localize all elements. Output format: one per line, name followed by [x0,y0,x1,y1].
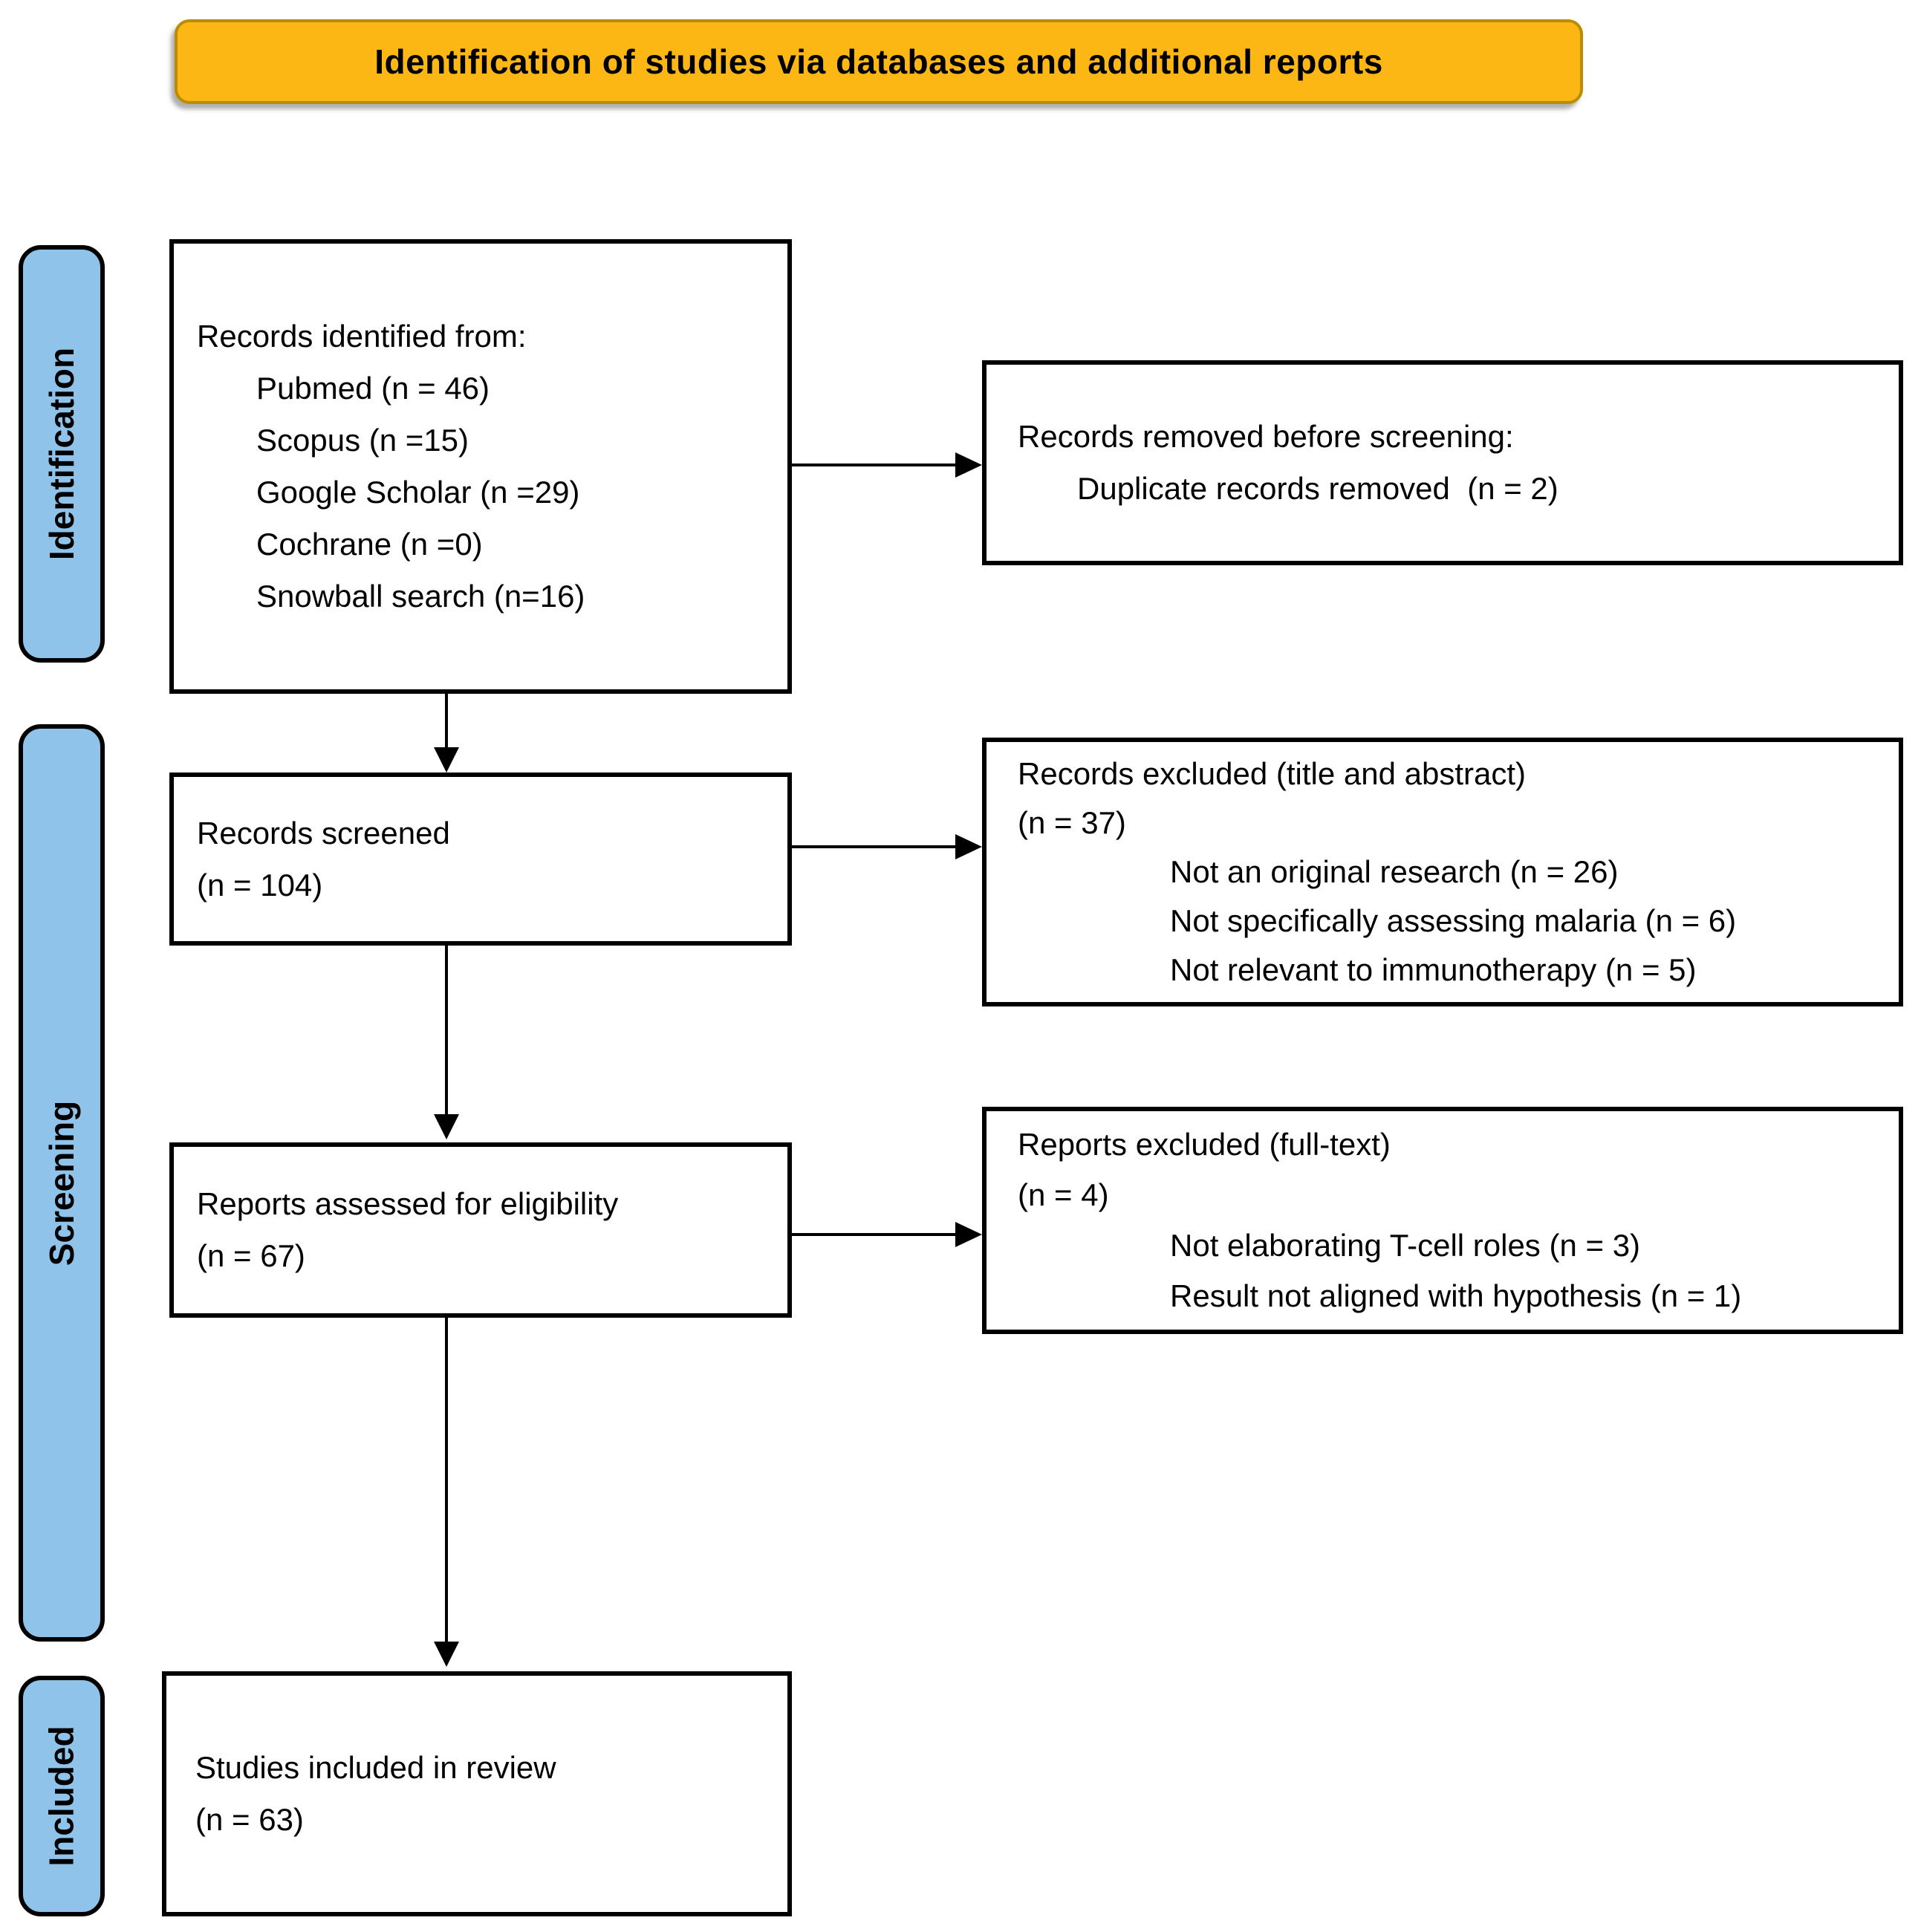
box-line: Duplicate records removed (n = 2) [1077,471,1558,506]
box-line: Not specifically assessing malaria (n = … [1170,903,1737,938]
box-line: Not elaborating T-cell roles (n = 3) [1170,1228,1641,1263]
box-records-excluded: Records excluded (title and abstract) (n… [982,738,1903,1006]
box-reports-assessed: Reports assessed for eligibility (n = 67… [169,1142,792,1318]
box-line: (n = 67) [197,1238,305,1273]
stage-label-screening: Screening [42,1100,82,1266]
arrow-head-right-icon [955,1222,982,1247]
arrow-head-right-icon [955,452,982,478]
box-line: Records identified from: [197,319,527,354]
box-line: Studies included in review [195,1750,556,1785]
box-records-screened: Records screened (n = 104) [169,773,792,946]
box-line: (n = 4) [1018,1177,1109,1212]
box-line: Not an original research (n = 26) [1170,854,1619,889]
box-reports-excluded: Reports excluded (full-text) (n = 4) Not… [982,1107,1903,1334]
stage-label-included: Included [42,1726,81,1867]
box-line: Records removed before screening: [1018,419,1514,454]
box-line: Reports assessed for eligibility [197,1186,619,1221]
box-line: Records excluded (title and abstract) [1018,756,1526,791]
box-line: Not relevant to immunotherapy (n = 5) [1170,952,1697,987]
box-line: Records screened [197,815,450,850]
box-line: Cochrane (n =0) [256,527,483,562]
box-line: Snowball search (n=16) [256,579,585,614]
arrow-head-down-icon [434,1114,459,1139]
diagram-title-banner: Identification of studies via databases … [175,19,1583,104]
arrow-shaft [445,692,448,750]
stage-bar-identification: Identification [19,245,105,663]
arrow-head-down-icon [434,1642,459,1667]
stage-bar-screening: Screening [19,724,105,1642]
box-line: Result not aligned with hypothesis (n = … [1170,1278,1742,1313]
arrow-shaft [445,945,448,1117]
box-studies-included: Studies included in review (n = 63) [162,1671,792,1916]
stage-label-identification: Identification [42,347,82,561]
box-line: Scopus (n =15) [256,423,469,458]
stage-bar-included: Included [19,1676,105,1916]
arrow-shaft [445,1316,448,1643]
box-records-removed: Records removed before screening: Duplic… [982,360,1903,565]
arrow-shaft [789,1233,958,1236]
box-line: (n = 104) [197,867,323,902]
arrow-shaft [789,464,958,466]
arrow-head-right-icon [955,834,982,859]
arrow-head-down-icon [434,747,459,773]
box-line: Pubmed (n = 46) [256,371,490,406]
diagram-title: Identification of studies via databases … [374,42,1383,81]
arrow-shaft [789,845,958,848]
box-line: Google Scholar (n =29) [256,475,580,510]
box-records-identified: Records identified from: Pubmed (n = 46)… [169,239,792,694]
box-line: (n = 37) [1018,805,1126,840]
box-line: Reports excluded (full-text) [1018,1127,1391,1162]
box-line: (n = 63) [195,1802,304,1837]
